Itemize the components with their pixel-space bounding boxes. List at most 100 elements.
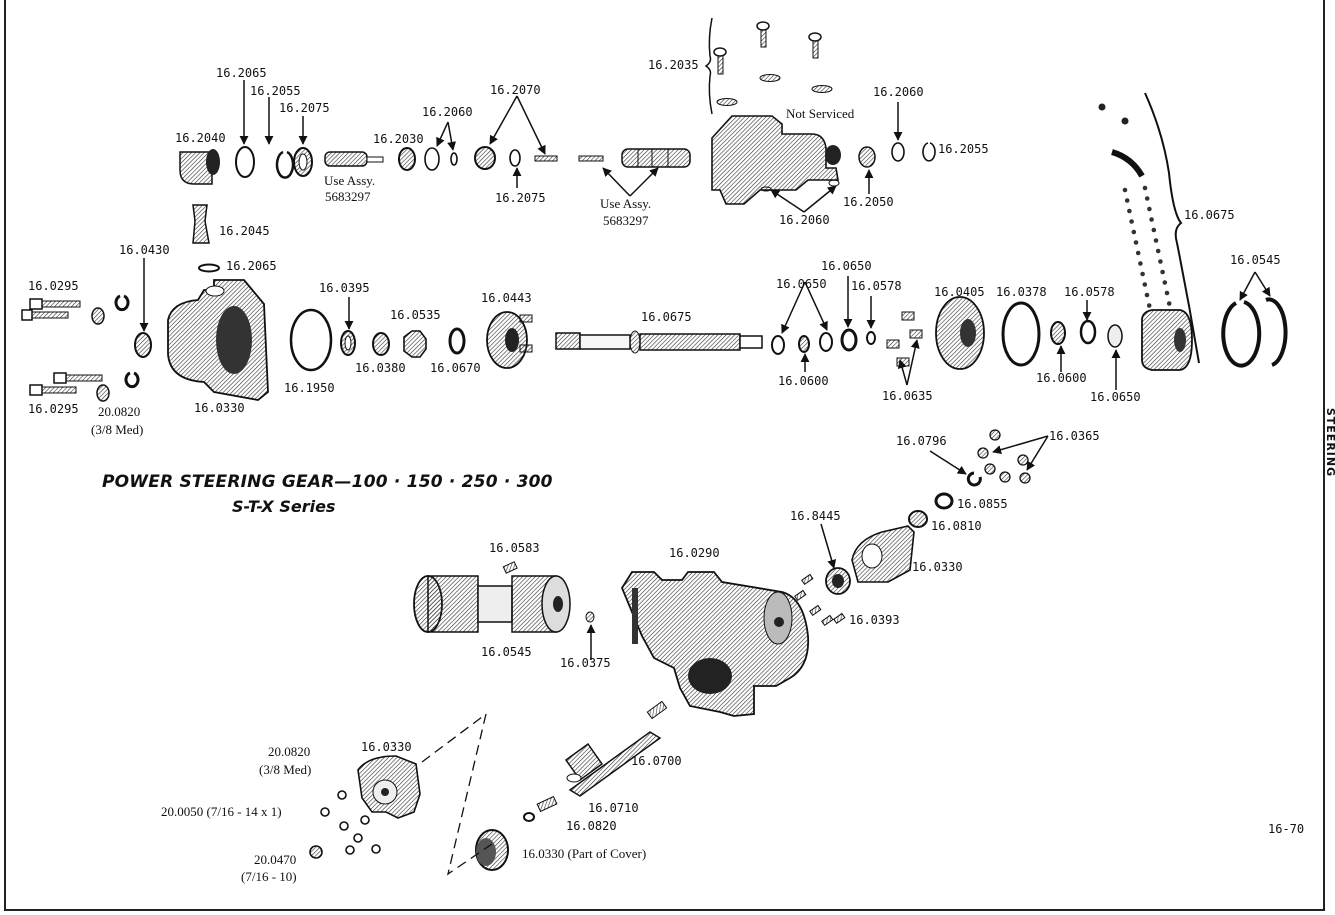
part-label: 16.0290 <box>669 546 720 560</box>
ball-guides <box>1098 103 1145 178</box>
part-label: 16.0295 <box>28 279 79 293</box>
end-cover-pins <box>794 573 846 627</box>
part-label: 16.0583 <box>489 541 540 555</box>
part-label: 16.0330 <box>912 560 963 574</box>
part-label: 16.2060 <box>422 105 473 119</box>
adjusting-nut <box>403 330 427 358</box>
part-label: 16.0365 <box>1049 429 1100 443</box>
page-border-left <box>4 0 6 910</box>
part-label: 16.0600 <box>1036 371 1087 385</box>
steel-ball <box>1147 206 1152 212</box>
side-cover-lower <box>357 755 421 819</box>
leader-lines-lower <box>586 435 1049 660</box>
part-label: 16.8445 <box>790 509 841 523</box>
steel-ball <box>1129 219 1134 224</box>
o-ring-small <box>424 147 440 171</box>
plug <box>858 146 876 168</box>
snap-ring-0796 <box>966 471 982 487</box>
valve-spool <box>621 148 691 168</box>
nuts-0365 <box>977 429 1031 484</box>
sector-shaft <box>564 700 668 797</box>
cover-screws <box>713 21 833 106</box>
part-label: 16.0600 <box>778 374 829 388</box>
part-label: 16.2075 <box>279 101 330 115</box>
shim <box>523 812 535 822</box>
steel-ball <box>1153 238 1159 243</box>
brace <box>704 17 713 115</box>
part-label: 16.0700 <box>631 754 682 768</box>
o-ring-valve <box>891 142 905 162</box>
steel-ball <box>1140 271 1145 277</box>
washer-0650 <box>1107 324 1123 348</box>
cap-screws <box>21 298 103 396</box>
elbow-fitting <box>179 149 220 185</box>
piston-ring-2 <box>1265 297 1288 367</box>
page-number: 16-70 <box>1268 822 1305 836</box>
steel-ball <box>1135 250 1141 256</box>
part-label: 16.0650 <box>821 259 872 273</box>
spring-pin-2 <box>578 155 604 162</box>
diagram-title: POWER STEERING GEAR—100 · 150 · 250 · 30… <box>102 472 553 492</box>
ball-nut <box>1141 309 1193 371</box>
valve-housing <box>167 279 269 401</box>
spring-coil <box>474 146 496 170</box>
part-label: 16.0710 <box>588 801 639 815</box>
spring-pin <box>534 155 558 162</box>
o-ring <box>235 146 255 178</box>
part-label: 16.2060 <box>779 213 830 227</box>
part-label: 16.2065 <box>216 66 267 80</box>
part-label: 16.0405 <box>934 285 985 299</box>
part-label: 16.2045 <box>219 224 270 238</box>
steel-ball <box>1151 227 1157 233</box>
part-label-note: (7/16 - 10) <box>241 869 297 884</box>
snap-ring <box>275 150 295 179</box>
steel-ball <box>1149 217 1154 222</box>
valve-stem <box>324 151 384 167</box>
snap-ring-valve <box>922 142 936 162</box>
brace-balls <box>1144 92 1200 364</box>
steel-ball <box>1162 280 1168 285</box>
o-ring-ret <box>509 149 521 167</box>
o-ring-tiny <box>450 152 458 166</box>
washer-0855 <box>934 492 954 510</box>
part-label: 16.0545 <box>481 645 532 659</box>
part-label: 16.2030 <box>373 132 424 146</box>
part-label: 16.0535 <box>390 308 441 322</box>
part-label-note: (3/8 Med) <box>91 422 144 437</box>
part-label: 20.0470 <box>254 852 297 867</box>
part-label: 16.2055 <box>250 84 301 98</box>
steel-ball <box>1166 301 1172 306</box>
part-label: 16.0578 <box>1064 285 1115 299</box>
part-label: 16.2040 <box>175 131 226 145</box>
part-label: 16.0393 <box>849 613 900 627</box>
reaction-ring <box>486 311 533 369</box>
shaft-rings <box>771 328 876 355</box>
page-border-right <box>1323 0 1325 911</box>
part-label: 16.0330 <box>194 401 245 415</box>
steel-ball <box>1155 248 1161 254</box>
part-label: 20.0820 <box>98 404 141 419</box>
shaft-seal <box>134 332 152 358</box>
steel-ball <box>1146 303 1152 308</box>
dashed-callout <box>421 712 493 876</box>
seal-0810 <box>908 510 928 528</box>
use-assy-number: 5683297 <box>325 189 371 204</box>
part-label: 16.0855 <box>957 497 1008 511</box>
part-label-note: (3/8 Med) <box>259 762 312 777</box>
use-assy-note-2: Use Assy. <box>600 196 652 211</box>
steel-ball <box>1144 292 1150 298</box>
bearing-race <box>372 332 390 356</box>
valve-body <box>711 115 841 205</box>
steel-ball <box>1131 229 1137 235</box>
part-label: 16.0378 <box>996 285 1047 299</box>
fitting-tube <box>192 204 210 244</box>
not-serviced-note: Not Serviced <box>786 106 855 121</box>
part-label: 16.0395 <box>319 281 370 295</box>
part-label: 16.2065 <box>226 259 277 273</box>
steel-ball <box>1127 208 1132 214</box>
steel-ball <box>1138 261 1143 266</box>
washer <box>198 263 220 273</box>
part-label: 16.2055 <box>938 142 989 156</box>
part-label: 16.2070 <box>490 83 541 97</box>
